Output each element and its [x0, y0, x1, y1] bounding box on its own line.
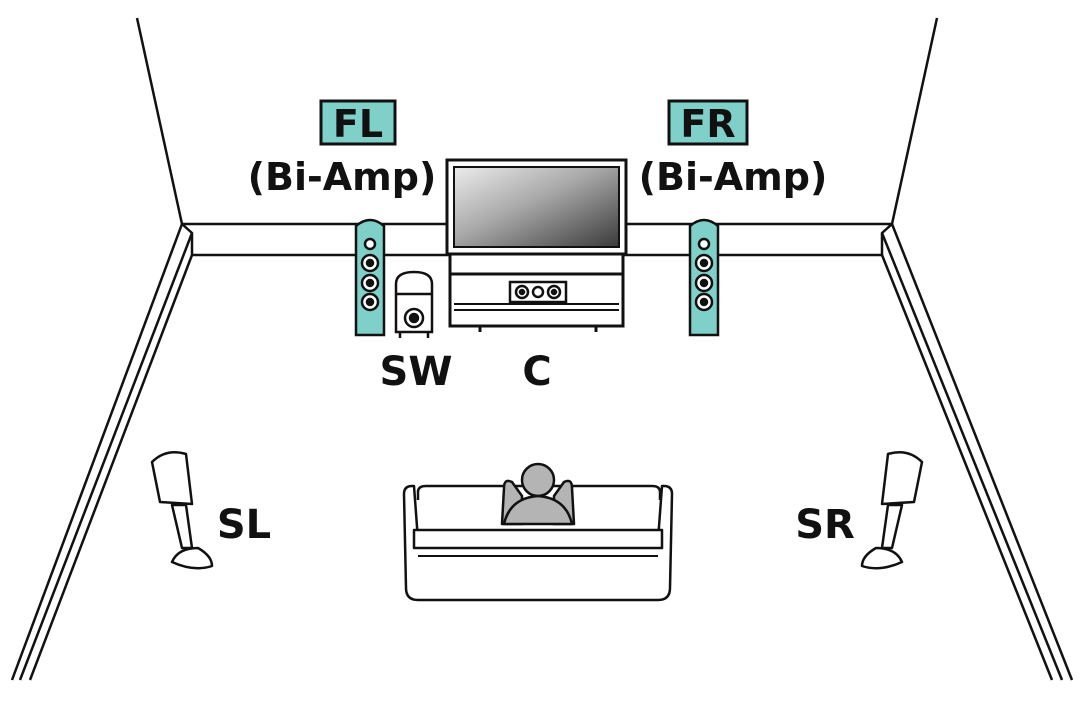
person-icon — [502, 464, 574, 524]
tower-speaker-icon — [690, 220, 718, 335]
label-surround-left: SL — [217, 502, 271, 548]
label-front-right-text: FR — [680, 102, 735, 146]
surround-speaker-icon — [152, 452, 212, 568]
surround-speaker-icon — [862, 452, 922, 568]
tower-speaker-icon — [356, 220, 384, 335]
front-left-speaker — [356, 220, 384, 335]
label-surround-right: SR — [795, 502, 855, 548]
label-front-left-mode: (Bi-Amp) — [248, 155, 437, 199]
tv-icon — [447, 160, 626, 332]
center-speaker-icon — [510, 282, 566, 302]
label-front-left: FL — [321, 101, 395, 146]
subwoofer-icon — [396, 272, 432, 338]
label-center: C — [522, 349, 551, 395]
surround-left-speaker — [152, 452, 212, 568]
surround-right-speaker — [862, 452, 922, 568]
label-front-left-text: FL — [333, 102, 383, 146]
label-subwoofer: SW — [380, 349, 453, 395]
label-front-right: FR — [669, 101, 747, 146]
label-front-right-mode: (Bi-Amp) — [639, 155, 828, 199]
front-right-speaker — [690, 220, 718, 335]
